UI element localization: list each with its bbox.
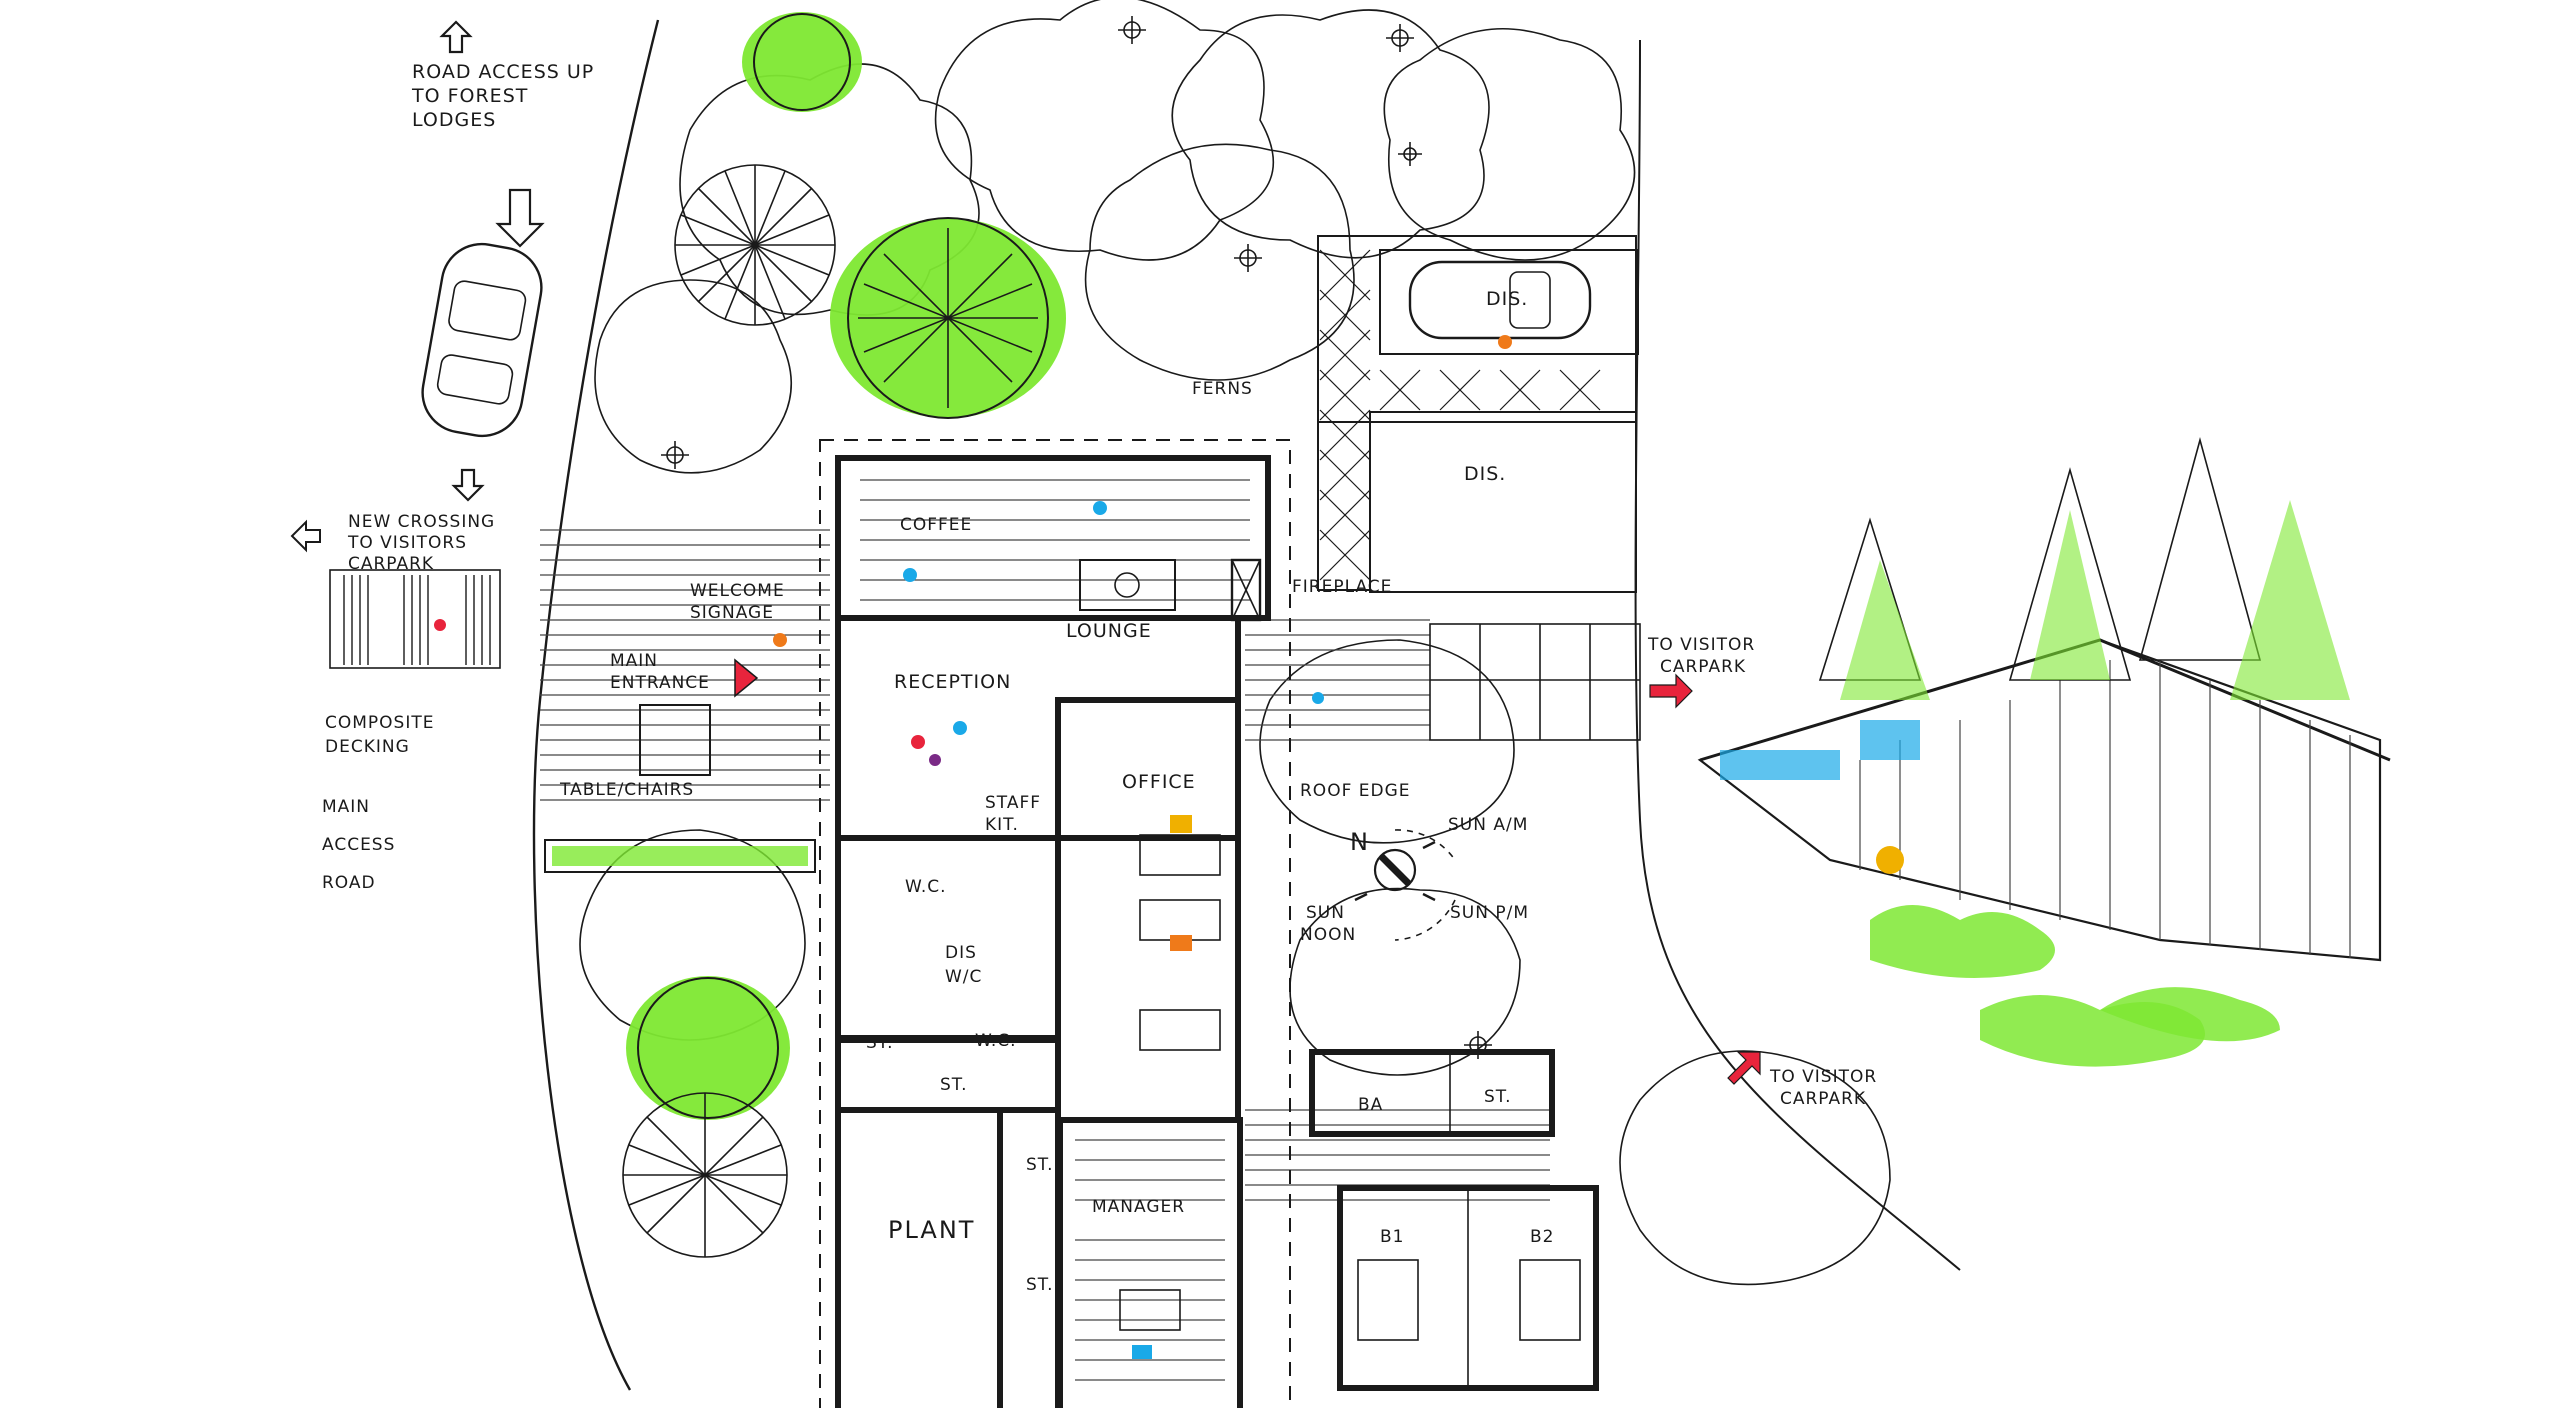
red-triangle-arrow-icon [734,658,759,698]
tree-icon [1289,887,1521,1076]
road-access-label: LODGES [412,109,496,131]
tree-icon [1084,143,1355,381]
arrow-down-icon [451,468,485,502]
sun-noon-label: NOON [1300,925,1356,945]
main-entrance-label: MAIN [610,651,658,671]
arrow-down-icon [495,188,545,248]
new-crossing-label: TO VISITORS [347,533,467,553]
lounge-rug [1079,559,1176,611]
tree-trunk-markers [661,16,1492,1059]
building-floor-plan [819,439,1291,1408]
bathroom-label: BA [1358,1095,1383,1115]
manager-label: MANAGER [1092,1197,1185,1217]
tree-icon [1619,1050,1891,1286]
staff-kit-label: KIT. [985,815,1019,835]
star-trees [622,164,1038,1258]
store-label: ST. [1026,1275,1054,1295]
tree-icon [1383,27,1636,261]
people-markers [434,501,1324,766]
lodge-perspective-sketch [1697,436,2391,1067]
plant-label: PLANT [888,1216,975,1244]
table-chairs-icon [639,704,711,776]
disabled-bay-label: DIS. [1464,463,1506,485]
store-label: ST. [940,1075,968,1095]
new-crossing-label: CARPARK [348,554,434,574]
tree-icon [579,829,806,1041]
to-visitor-carpark-label: CARPARK [1780,1089,1866,1109]
dis-wc-label: DIS [945,943,977,963]
tree-icon [622,1092,788,1258]
welcome-signage-label: SIGNAGE [690,603,774,623]
highlighted-trees [626,12,1066,1120]
main-entrance-label: ENTRANCE [610,673,710,693]
table-chairs-label: TABLE/CHAIRS [559,780,694,800]
tree-icon [1259,639,1515,844]
ferns-label: FERNS [1192,379,1253,399]
bedroom-2-label: B2 [1530,1227,1554,1247]
welcome-signage-label: WELCOME [690,581,785,601]
tree-icon [742,12,862,112]
composite-decking [540,529,1550,1201]
planter-bed [544,839,816,873]
planter-bed-fill [552,846,808,866]
arrow-up-icon [439,20,473,54]
desk [1139,1009,1221,1051]
to-visitor-carpark-label: TO VISITOR [1769,1067,1877,1087]
wc-label: W.C. [975,1031,1017,1051]
coffee-label: COFFEE [900,515,972,535]
new-crossing-label: NEW CROSSING [348,512,495,532]
staff-kit-label: STAFF [985,793,1041,813]
disabled-bay-label: DIS. [1486,288,1528,310]
red-arrow-icon [1727,1051,1761,1085]
disabled-parking [1317,235,1641,741]
store-label: ST. [1026,1155,1054,1175]
pedestrian-crossing [329,569,501,669]
tree-icon [1171,9,1490,259]
to-visitor-carpark-label: CARPARK [1660,657,1746,677]
desk [1139,834,1221,876]
wc-label: W.C. [905,877,947,897]
store-label: ST. [866,1033,894,1053]
fireplace-icon [1230,558,1262,622]
roof-edge-label: ROOF EDGE [1300,781,1411,801]
lounge-label: LOUNGE [1066,620,1152,642]
chair-orange [1170,935,1192,951]
main-access-road-label: MAIN [322,797,370,817]
north-label: N [1350,828,1370,856]
desk [1119,1289,1181,1331]
tree-icon [858,228,1038,408]
reception-label: RECEPTION [894,671,1011,693]
road-access-label: TO FOREST [411,85,528,107]
north-arrow-compass-icon [1354,829,1456,941]
lodge-units [1309,1049,1599,1391]
fireplace-label: FIREPLACE [1292,577,1392,597]
road-edge-left [532,19,660,1391]
red-arrow-icon [1649,673,1693,709]
desk [1139,899,1221,941]
office-label: OFFICE [1122,771,1196,793]
main-access-road-label: ACCESS [322,835,395,855]
bedroom-1-label: B1 [1380,1227,1404,1247]
to-visitor-carpark-label: TO VISITOR [1647,635,1755,655]
tree-icon [934,0,1275,261]
sun-am-label: SUN A/M [1448,815,1528,835]
tree-icon [674,164,836,326]
annotations: ROAD ACCESS UP TO FOREST LODGES NEW CROS… [322,61,1877,1295]
store-label: ST. [1484,1087,1512,1107]
chair-blue [1132,1345,1152,1359]
composite-decking-label: DECKING [325,737,410,757]
car-top-view-icon [421,242,543,438]
main-access-road-label: ROAD [322,873,376,893]
composite-decking-label: COMPOSITE [325,713,434,733]
chair-yellow [1170,815,1192,833]
arrow-left-icon [290,519,321,553]
tree-icon [594,279,792,474]
dis-wc-label: W/C [945,967,982,987]
tree-icon [626,976,790,1120]
road-access-label: ROAD ACCESS UP [412,61,594,83]
sun-pm-label: SUN P/M [1450,903,1529,923]
sun-noon-label: SUN [1306,903,1345,923]
